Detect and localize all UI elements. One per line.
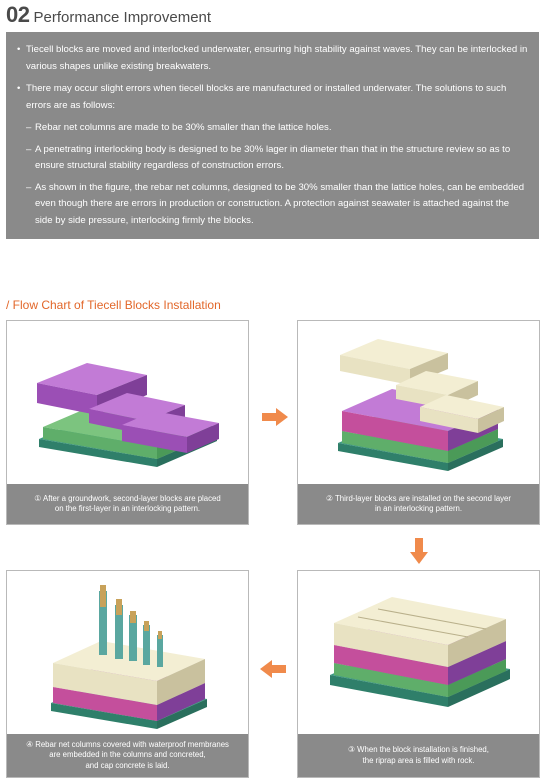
step-1-caption-line-1: ① After a groundwork, second-layer block… [34, 493, 221, 503]
info-bullet-2: There may occur slight errors when tiece… [16, 81, 529, 114]
step-3-caption: ③ When the block installation is finishe… [298, 734, 539, 777]
section-title: Performance Improvement [33, 9, 212, 26]
step-3-blocks-illustration [330, 597, 510, 707]
step-1-caption: ① After a groundwork, second-layer block… [7, 484, 248, 524]
step-3-caption-line-2: the riprap area is filled with rock. [362, 755, 475, 765]
info-dash-3: As shown in the figure, the rebar net co… [16, 180, 529, 230]
performance-info-box: Tiecell blocks are moved and interlocked… [6, 32, 539, 239]
arrow-left-icon [260, 660, 286, 678]
step-4-blocks-illustration [51, 585, 207, 729]
flow-chart-title: / Flow Chart of Tiecell Blocks Installat… [6, 298, 221, 312]
step-2-caption-line-1: ② Third-layer blocks are installed on th… [326, 493, 511, 503]
step-1-blocks-illustration [37, 363, 219, 467]
step-2-caption-line-2: in an interlocking pattern. [374, 504, 463, 513]
flow-step-2-panel: ② Third-layer blocks are installed on th… [297, 320, 540, 525]
step-4-caption-line-1: ④ Rebar net columns covered with waterpr… [26, 739, 229, 749]
arrow-right-icon [262, 408, 288, 426]
info-bullet-1: Tiecell blocks are moved and interlocked… [16, 42, 529, 75]
section-number: 02 [6, 2, 30, 27]
step-3-caption-line-1: ③ When the block installation is finishe… [348, 745, 489, 754]
flow-step-1-panel: ① After a groundwork, second-layer block… [6, 320, 249, 525]
info-dash-1: Rebar net columns are made to be 30% sma… [16, 120, 529, 137]
step-4-caption: ④ Rebar net columns covered with waterpr… [7, 734, 248, 777]
info-dash-2: A penetrating interlocking body is desig… [16, 142, 529, 175]
step-2-caption: ② Third-layer blocks are installed on th… [298, 484, 539, 524]
step-2-blocks-illustration [338, 339, 504, 471]
arrow-down-icon [410, 538, 428, 564]
section-header: 02 Performance Improvement [6, 2, 211, 30]
flow-step-3-panel: ③ When the block installation is finishe… [297, 570, 540, 778]
flow-step-4-panel: ④ Rebar net columns covered with waterpr… [6, 570, 249, 778]
step-4-caption-line-2: are embedded in the columns and concrete… [49, 750, 206, 760]
step-4-caption-line-3: and cap concrete is laid. [85, 760, 170, 770]
step-1-caption-line-2: on the first-layer in an interlocking pa… [54, 504, 201, 513]
